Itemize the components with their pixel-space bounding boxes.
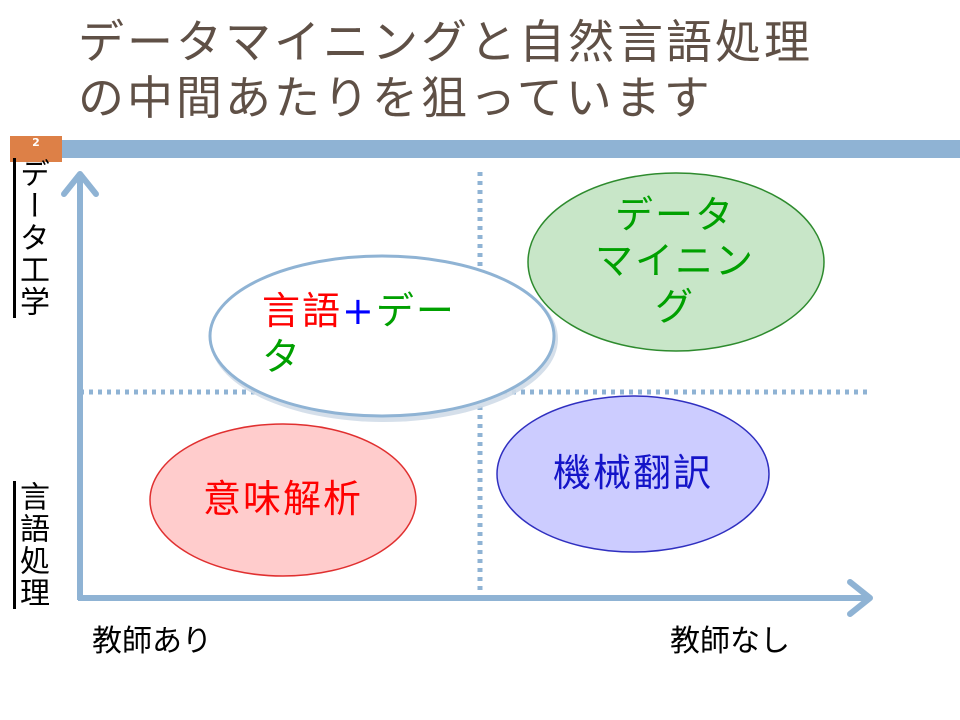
language-data-label: 言語+データ (262, 288, 482, 380)
semantic-analysis-label: 意味解析 (202, 477, 363, 521)
title-line-2: の中間あたりを狙っています (78, 71, 713, 125)
machine-translation-label: 機械翻訳 (552, 451, 713, 495)
title-line-1: データマイニングと自然言語処理 (78, 15, 813, 69)
language-data-part1: 言語 (262, 289, 343, 333)
machine-translation-ellipse (496, 395, 770, 553)
x-axis-left-label: 教師あり (92, 624, 212, 659)
slide-number: 2 (10, 136, 62, 162)
y-axis-arrowhead (61, 171, 99, 197)
header-bar (62, 140, 960, 158)
semantic-analysis-ellipse (149, 423, 417, 577)
y-axis-top-label: データ工学 (14, 158, 49, 318)
x-axis-arrowhead (847, 579, 873, 617)
language-data-part2-head: デー (375, 289, 456, 333)
data-mining-ellipse (527, 172, 825, 352)
page-title: データマイニングと自然言語処理 の中間あたりを狙っています (78, 14, 938, 126)
language-data-part2-tail: タ (262, 335, 303, 379)
language-data-plus: + (342, 289, 376, 333)
x-axis-right-label: 教師なし (670, 624, 790, 659)
data-mining-label: データマイニング (594, 193, 755, 329)
y-axis-bottom-label: 言語処理 (14, 481, 49, 609)
language-data-ellipse (208, 254, 556, 418)
